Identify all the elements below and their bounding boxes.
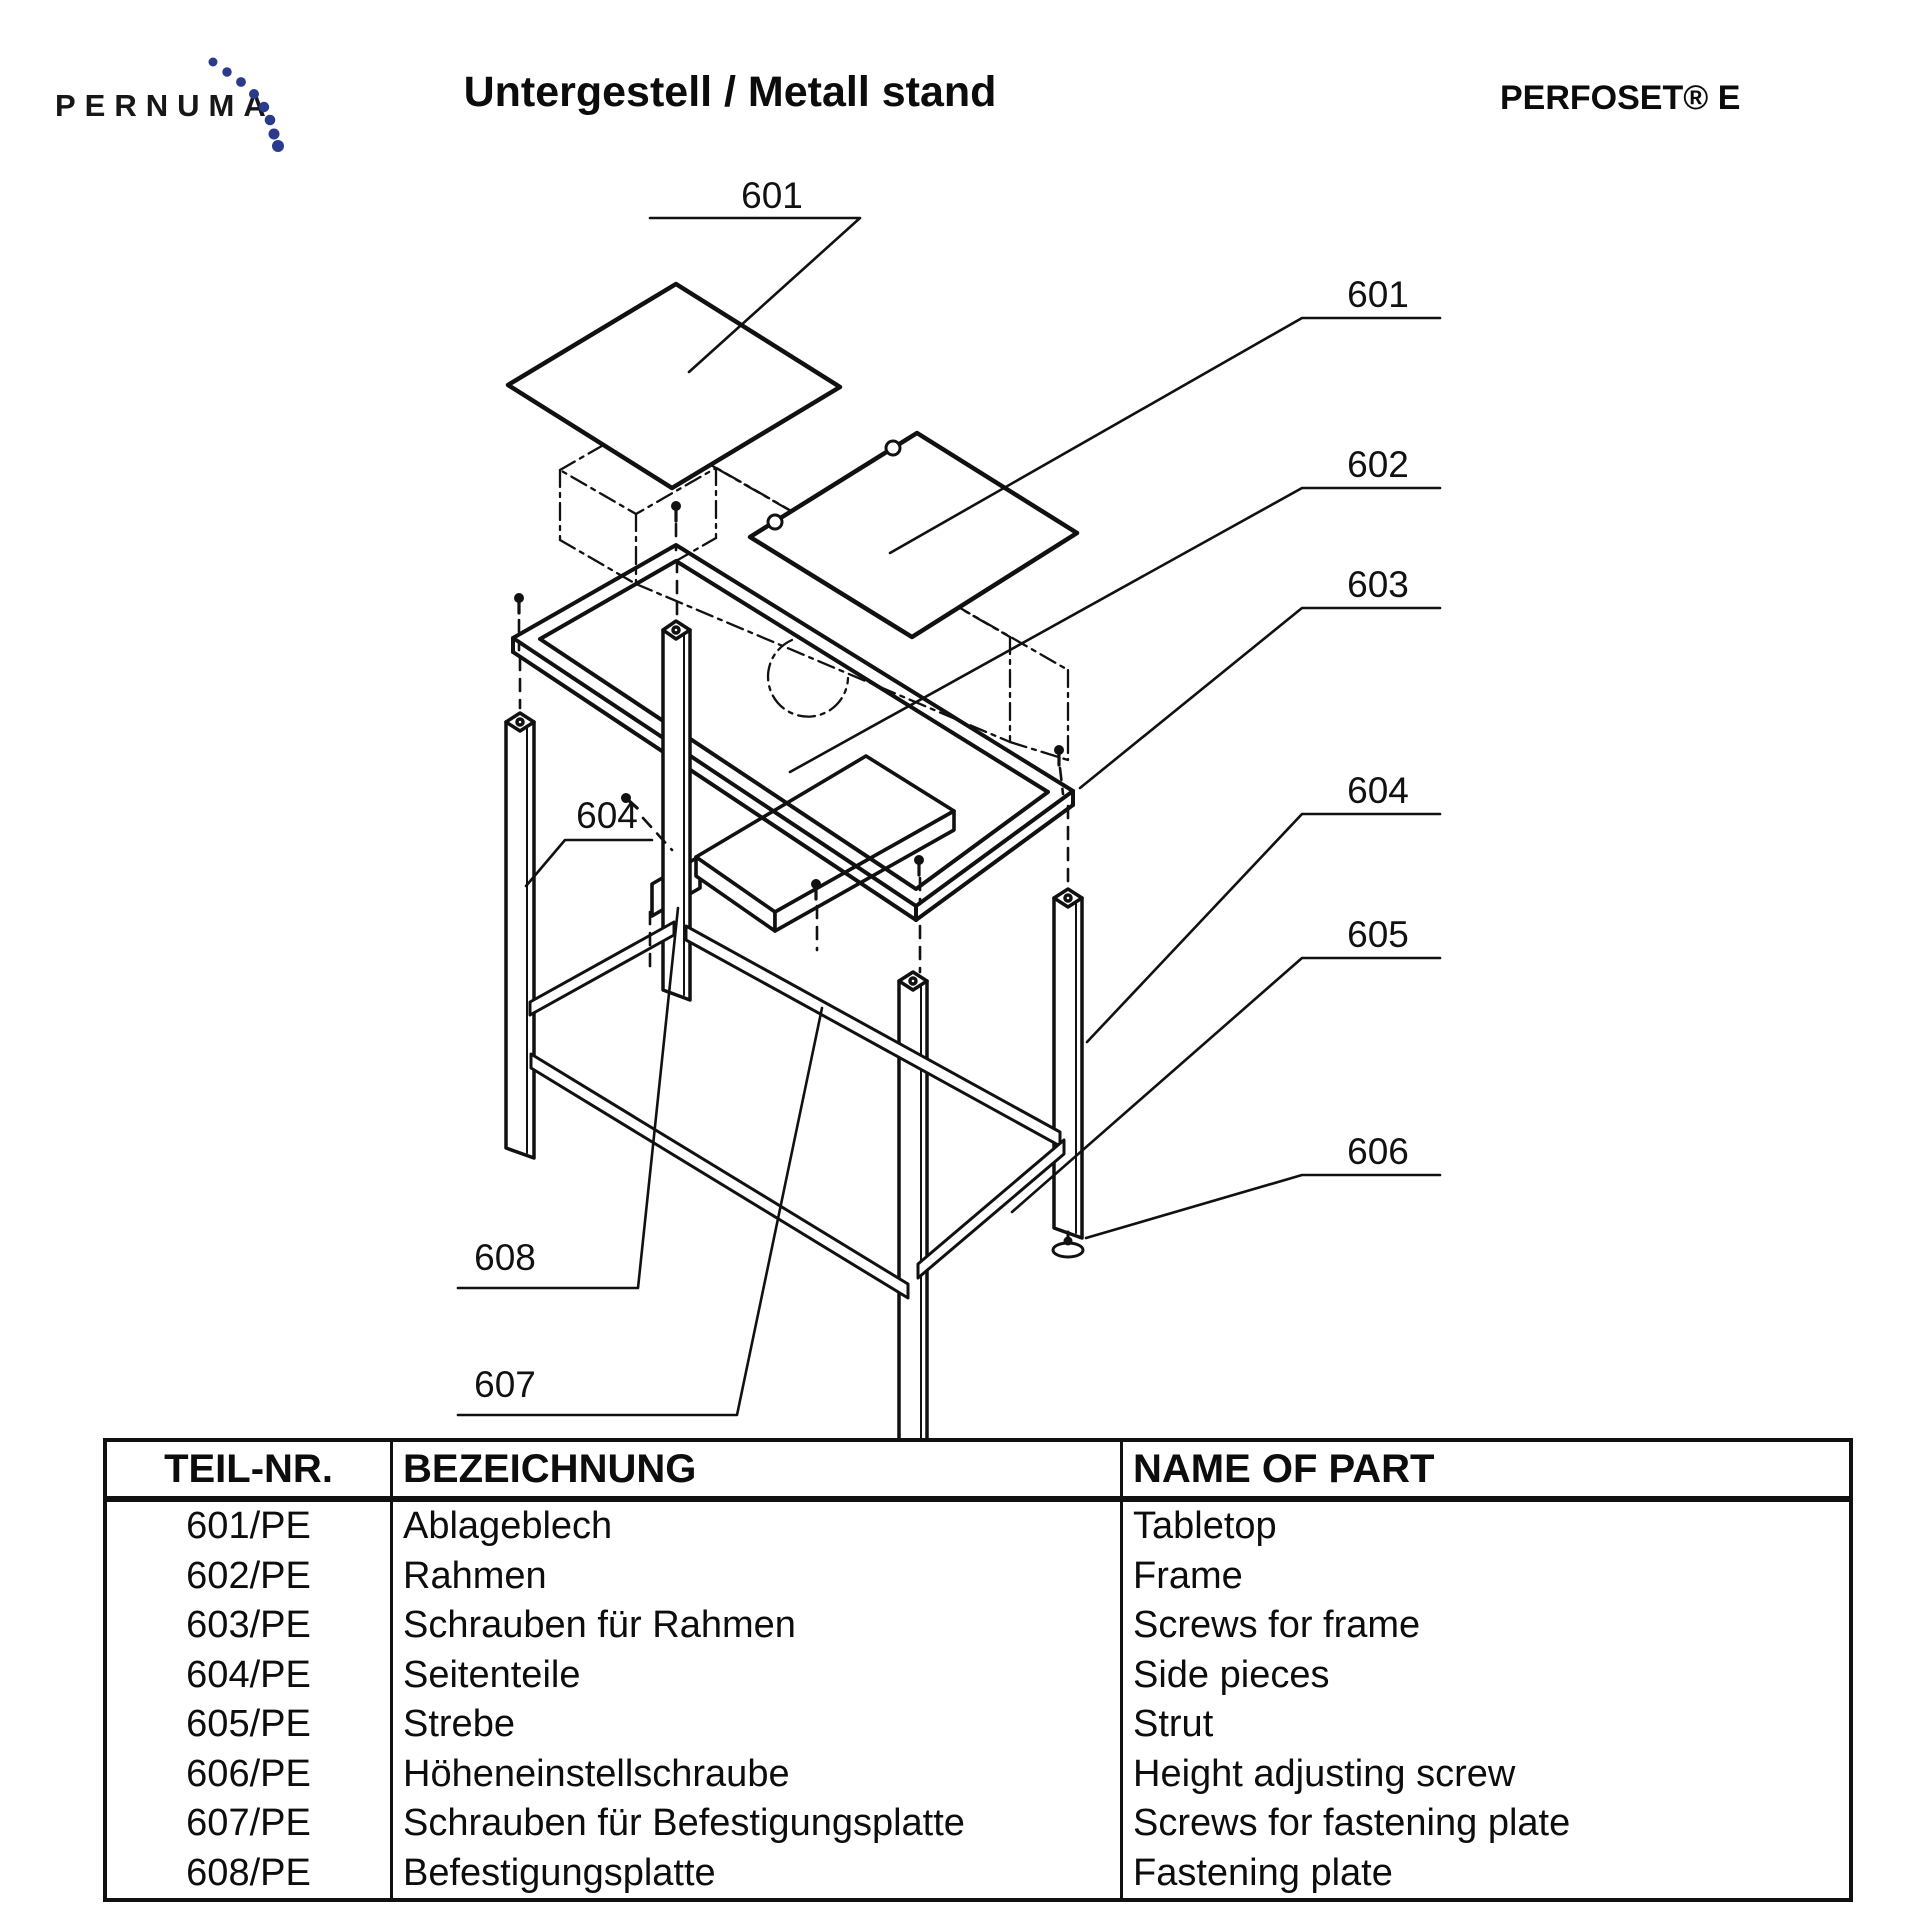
callout-604-right: 604 <box>1347 770 1409 811</box>
frame <box>511 543 1075 922</box>
table-cell: 601/PE <box>107 1502 393 1552</box>
callout-606: 606 <box>1347 1131 1409 1172</box>
leg-back-right <box>661 619 692 1002</box>
table-cell: 606/PE <box>107 1749 393 1799</box>
leg-back-left <box>504 711 536 1160</box>
callout-604-left: 604 <box>576 795 638 836</box>
table-cell: Fastening plate <box>1133 1851 1393 1894</box>
table-cell: Height adjusting screw <box>1133 1752 1516 1795</box>
callout-607: 607 <box>474 1364 536 1405</box>
table-cell: 608/PE <box>107 1848 393 1898</box>
table-cell: 605/PE <box>107 1700 393 1750</box>
screws <box>514 501 1064 901</box>
table-cell: Side pieces <box>1133 1653 1330 1696</box>
table-cell: Rahmen <box>393 1551 1123 1601</box>
column-header-bezeichnung: BEZEICHNUNG <box>393 1442 1123 1502</box>
table-cell: Frame <box>1133 1554 1243 1597</box>
table-cell: Schrauben für Befestigungsplatte <box>393 1799 1123 1849</box>
projection-dashes <box>517 522 1070 974</box>
table-cell: Seitenteile <box>393 1650 1123 1700</box>
column-header-name-of-part: NAME OF PART <box>1123 1442 1849 1502</box>
table-cell: 603/PE <box>107 1601 393 1651</box>
callout-labels: 601 601 602 603 604 605 606 604 608 607 <box>474 175 1409 1405</box>
table-cell: Tabletop <box>1133 1505 1277 1548</box>
tabletop-right <box>747 430 1080 640</box>
table-cell: Screws for frame <box>1133 1604 1421 1647</box>
column-header-teil-nr: TEIL-NR. <box>107 1442 393 1502</box>
callout-601-right: 601 <box>1347 274 1409 315</box>
table-cell: 607/PE <box>107 1799 393 1849</box>
table-cell: Befestigungsplatte <box>393 1848 1123 1898</box>
struts <box>528 920 1066 1300</box>
tabletop-left <box>505 281 843 491</box>
table-cell: Ablageblech <box>393 1502 1123 1552</box>
table-cell: 604/PE <box>107 1650 393 1700</box>
parts-table: TEIL-NR. BEZEICHNUNG NAME OF PART 601/PE… <box>103 1438 1853 1902</box>
callout-leaders <box>456 216 1442 1417</box>
logo-dots-icon <box>208 57 284 152</box>
callout-608: 608 <box>474 1237 536 1278</box>
table-cell: Schrauben für Rahmen <box>393 1601 1123 1651</box>
table-cell: 602/PE <box>107 1551 393 1601</box>
page-title: Untergestell / Metall stand <box>463 68 997 116</box>
callout-605: 605 <box>1347 914 1409 955</box>
callout-603: 603 <box>1347 564 1409 605</box>
table-cell: Strut <box>1133 1703 1214 1746</box>
callout-602: 602 <box>1347 444 1409 485</box>
table-cell: Screws for fastening plate <box>1133 1802 1571 1845</box>
product-name: PERFOSET® E <box>1500 79 1741 117</box>
height-adjusting-foot <box>1051 1230 1085 1259</box>
machine-phantom-outline <box>558 422 1070 762</box>
table-cell: Strebe <box>393 1700 1123 1750</box>
table-cell: Höheneinstellschraube <box>393 1749 1123 1799</box>
logo-pernuma: PERNUMA <box>55 88 275 123</box>
leg-right <box>1052 887 1084 1240</box>
callout-601-top: 601 <box>741 175 803 216</box>
